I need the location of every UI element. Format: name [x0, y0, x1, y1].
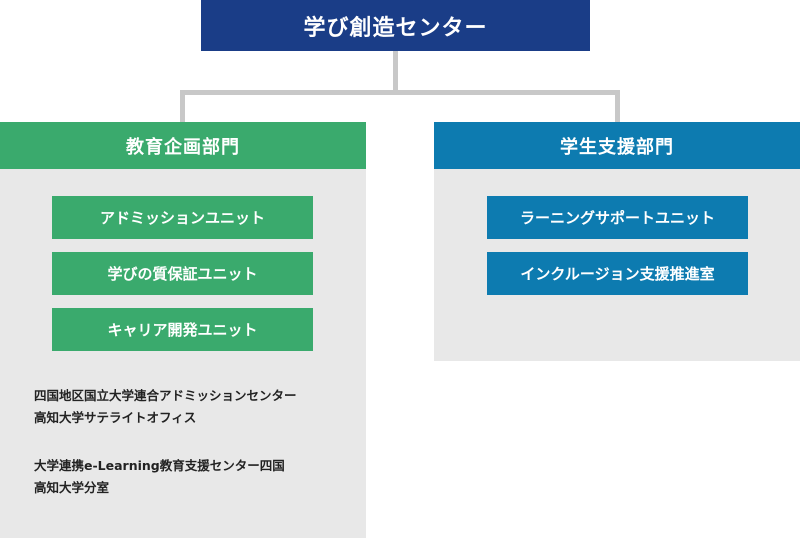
- connector-vertical-top: [393, 51, 398, 92]
- unit-label: インクルージョン支援推進室: [520, 265, 715, 283]
- left-dept-title: 教育企画部門: [126, 136, 240, 158]
- unit-label: アドミッションユニット: [99, 209, 265, 227]
- center-title-box: 学び創造センター: [201, 0, 590, 51]
- note-line: 四国地区国立大学連合アドミッションセンター: [34, 388, 297, 403]
- note-line: 高知大学サテライトオフィス: [34, 410, 197, 425]
- note-elearning-center: 大学連携e-Learning教育支援センター四国 高知大学分室: [34, 455, 364, 499]
- right-dept-header: 学生支援部門: [434, 122, 800, 169]
- unit-label: ラーニングサポートユニット: [519, 209, 715, 227]
- center-title: 学び創造センター: [303, 15, 488, 41]
- note-line: 高知大学分室: [34, 480, 110, 495]
- unit-quality-assurance: 学びの質保証ユニット: [52, 252, 313, 295]
- note-admission-center: 四国地区国立大学連合アドミッションセンター 高知大学サテライトオフィス: [34, 385, 364, 429]
- unit-learning-support: ラーニングサポートユニット: [487, 196, 748, 239]
- connector-vertical-left: [180, 90, 185, 122]
- right-dept-title: 学生支援部門: [560, 136, 674, 158]
- unit-inclusion-office: インクルージョン支援推進室: [487, 252, 748, 295]
- connector-vertical-right: [615, 90, 620, 122]
- note-line: 大学連携e-Learning教育支援センター四国: [34, 458, 285, 473]
- connector-horizontal: [180, 90, 620, 95]
- unit-label: 学びの質保証ユニット: [107, 265, 258, 283]
- unit-label: キャリア開発ユニット: [107, 321, 258, 339]
- unit-admission: アドミッションユニット: [52, 196, 313, 239]
- left-dept-header: 教育企画部門: [0, 122, 366, 169]
- unit-career-development: キャリア開発ユニット: [52, 308, 313, 351]
